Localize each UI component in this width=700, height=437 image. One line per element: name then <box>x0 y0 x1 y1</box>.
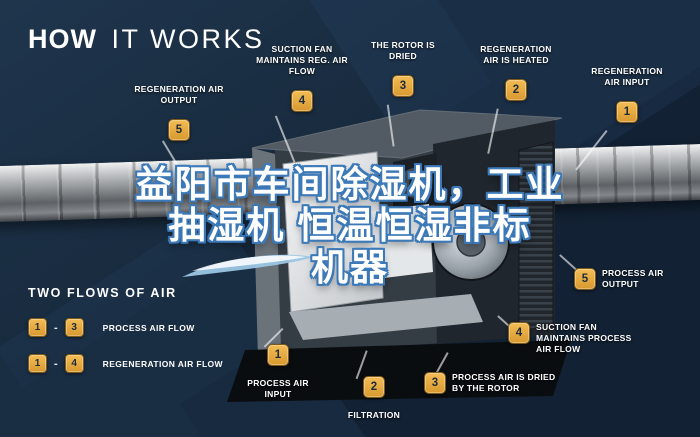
callout-badge-2: 2 <box>505 79 527 102</box>
legend-row-regeneration-air-flow: 1 - 4 REGENERATION AIR FLOW <box>28 354 223 373</box>
callout-badge-5: 5 <box>168 119 190 142</box>
machine-interior-panel-2 <box>331 204 433 284</box>
title-word-light: IT WORKS <box>111 24 265 54</box>
overlay-line-2: 抽湿机 恒温恒湿非标 <box>168 205 532 247</box>
legend-badge-end: 4 <box>64 354 84 373</box>
callout-badge-1: 1 <box>616 101 638 124</box>
legend-dash: - <box>54 357 58 370</box>
callout-label: PROCESS AIR IS DRIED BY THE ROTOR <box>452 372 556 394</box>
callout-regeneration-air-output: REGENERATION AIR OUTPUT 5 <box>126 84 232 142</box>
legend-dash: - <box>54 321 58 334</box>
callout-badge-2: 2 <box>363 376 385 398</box>
machine-floor-shelf <box>289 294 483 340</box>
callout-badge-4: 4 <box>291 90 313 113</box>
callout-filtration: 2 FILTRATION <box>336 376 412 421</box>
callout-badge-5: 5 <box>574 268 596 290</box>
page-title: HOW IT WORKS <box>28 24 265 55</box>
callout-label: FILTRATION <box>347 410 401 420</box>
machine-top-panel <box>251 109 563 159</box>
callout-regeneration-air-heated: REGENERATION AIR IS HEATED 2 <box>474 44 558 102</box>
callout-process-air-dried: 3 PROCESS AIR IS DRIED BY THE ROTOR <box>424 372 584 394</box>
callout-label: PROCESS AIR INPUT <box>247 378 309 400</box>
machine-fan-hub <box>409 177 421 189</box>
callout-suction-fan-reg: SUCTION FAN MAINTAINS REG. AIR FLOW 4 <box>256 44 348 113</box>
callout-label: REGENERATION AIR IS HEATED <box>480 44 552 66</box>
callout-badge-1: 1 <box>267 344 289 366</box>
overlay-line-1: 益阳市车间除湿机，工业 <box>135 164 565 205</box>
callout-label: REGENERATION AIR OUTPUT <box>134 84 224 106</box>
legend-row-process-air-flow: 1 - 3 PROCESS AIR FLOW <box>28 318 223 337</box>
callout-badge-3: 3 <box>392 75 414 98</box>
callout-badge-3: 3 <box>424 372 446 394</box>
callout-label: SUCTION FAN MAINTAINS PROCESS AIR FLOW <box>536 322 632 355</box>
machine-grille <box>518 141 554 333</box>
legend-heading: TWO FLOWS OF AIR <box>28 286 177 300</box>
machine-rotor-hub <box>456 227 486 257</box>
legend-two-flows: TWO FLOWS OF AIR 1 - 3 PROCESS AIR FLOW … <box>28 286 223 390</box>
callout-badge-4: 4 <box>508 322 530 344</box>
legend-badge-end: 3 <box>64 318 84 337</box>
legend-label: PROCESS AIR FLOW <box>102 322 195 333</box>
swoosh-graphic <box>178 247 318 288</box>
overlay-chinese-text: 益阳市车间除湿机，工业 抽湿机 恒温恒湿非标 机器 <box>40 164 660 288</box>
callout-process-air-output: 5 PROCESS AIR OUTPUT <box>574 268 692 290</box>
callout-label: PROCESS AIR OUTPUT <box>602 268 664 290</box>
swoosh-svg <box>182 254 314 277</box>
callout-label: REGENERATION AIR INPUT <box>591 66 663 88</box>
machine-svg <box>227 109 571 402</box>
machine-left-wall <box>252 148 281 358</box>
dehumidifier-cutaway-illustration <box>215 92 580 407</box>
overlay-line-3: 机器 <box>311 246 389 288</box>
title-word-bold: HOW <box>28 24 97 54</box>
callout-label: SUCTION FAN MAINTAINS REG. AIR FLOW <box>256 44 348 77</box>
legend-badge-start: 1 <box>28 318 47 337</box>
machine-base <box>227 340 571 402</box>
callout-suction-fan-process: 4 SUCTION FAN MAINTAINS PROCESS AIR FLOW <box>508 322 658 355</box>
swoosh-shape-white <box>192 255 306 271</box>
legend-label: REGENERATION AIR FLOW <box>102 358 223 369</box>
callout-process-air-input: 1 PROCESS AIR INPUT <box>236 344 320 400</box>
callout-rotor-is-dried: THE ROTOR IS DRIED 3 <box>364 40 442 98</box>
callout-regeneration-air-input: REGENERATION AIR INPUT 1 <box>586 66 668 124</box>
legend-badge-start: 1 <box>28 354 47 373</box>
callout-label: THE ROTOR IS DRIED <box>371 40 435 62</box>
